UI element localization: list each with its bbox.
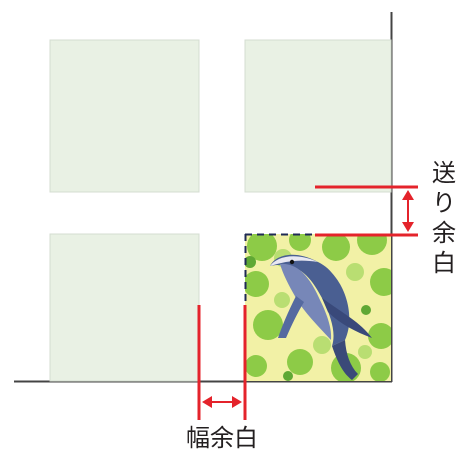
label-tile-top-right: [244, 39, 392, 193]
bird-illustration: [244, 233, 391, 381]
svg-text:余: 余: [432, 219, 456, 247]
svg-text:白: 白: [432, 249, 456, 277]
width-margin-label: 幅余白: [186, 424, 258, 452]
svg-text:送: 送: [432, 159, 456, 187]
label-tile-top-left: [49, 39, 200, 193]
feed-margin-label: 送 り 余 白: [432, 159, 456, 277]
feed-margin-arrow: [402, 190, 414, 232]
label-tile-bottom-left: [49, 233, 200, 382]
svg-text:り: り: [432, 189, 456, 217]
width-margin-arrow: [202, 396, 242, 408]
